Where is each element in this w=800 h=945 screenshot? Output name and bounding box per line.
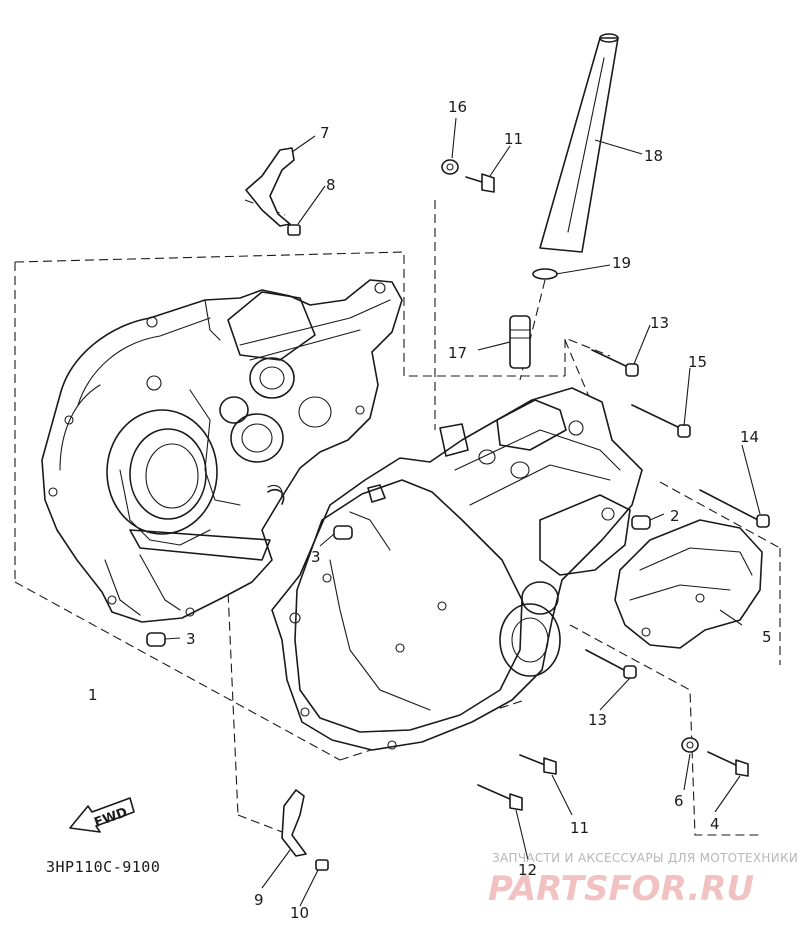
callout-15: 15: [688, 353, 707, 371]
callout-17: 17: [448, 344, 467, 362]
leader-lines: [164, 117, 761, 907]
callout-2: 2: [670, 507, 680, 525]
crankcase-right-half-drawing: [271, 387, 643, 751]
crankcase-left-half-drawing: [41, 279, 403, 623]
callout-3-upper: 3: [311, 548, 321, 566]
callout-10: 10: [290, 904, 309, 922]
breather-hose-drawing: [539, 33, 619, 253]
callout-3-lower: 3: [186, 630, 196, 648]
cover-drawing: [614, 519, 763, 649]
watermark: ЗАПЧАСТИ И АКСЕССУАРЫ ДЛЯ МОТОТЕХНИКИ PA…: [488, 851, 798, 909]
watermark-caption: ЗАПЧАСТИ И АКСЕССУАРЫ ДЛЯ МОТОТЕХНИКИ: [492, 851, 798, 865]
callout-18: 18: [644, 147, 663, 165]
callout-4: 4: [710, 815, 720, 833]
watermark-logo: PARTSFOR.RU: [488, 869, 754, 909]
callout-11-lower: 11: [570, 819, 589, 837]
callout-9: 9: [254, 891, 264, 909]
forward-direction-arrow: FWD: [69, 797, 135, 833]
callout-11-upper: 11: [504, 130, 523, 148]
callout-16: 16: [448, 98, 467, 116]
hose-clip-drawing: [532, 268, 558, 280]
callout-13-upper: 13: [650, 314, 669, 332]
callout-6: 6: [674, 792, 684, 810]
callout-1: 1: [88, 686, 98, 704]
callout-14: 14: [740, 428, 759, 446]
callout-19: 19: [612, 254, 631, 272]
callout-13-lower: 13: [588, 711, 607, 729]
callout-7: 7: [320, 124, 330, 142]
callout-12: 12: [518, 861, 537, 879]
breather-nipple-drawing: [509, 315, 531, 369]
callout-5: 5: [762, 628, 772, 646]
fasteners-drawing: [146, 147, 770, 871]
callout-8: 8: [326, 176, 336, 194]
drawing-code: 3HP110C-9100: [46, 858, 160, 876]
callout-labels: 1 2 3 3 4 5 6 7 8 9 10 11 11 12 13 13 14…: [88, 98, 772, 922]
